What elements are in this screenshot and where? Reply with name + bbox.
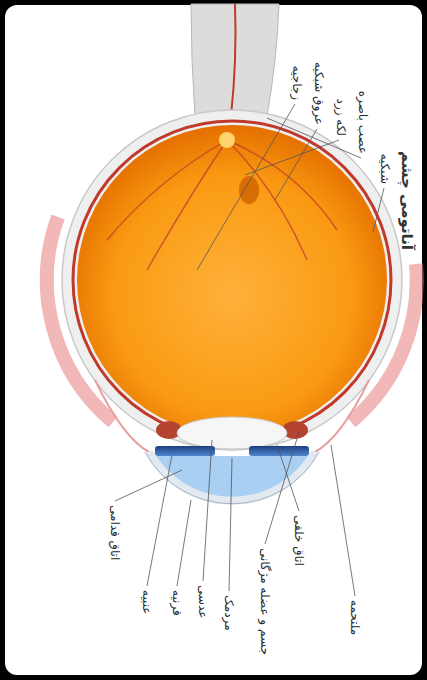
part-label: اتاق خلفی: [291, 515, 307, 566]
part-label: اتاق قدامی: [107, 505, 123, 560]
part-label: قرنیه: [169, 590, 185, 616]
macula: [239, 176, 259, 204]
part-label: ملتحمه: [347, 600, 363, 635]
part-label: مردمک: [221, 595, 237, 631]
part-label: جسم و عضله مژگانی: [257, 548, 273, 655]
optic-nerve: [191, 4, 279, 116]
part-label: عنبیه: [139, 590, 155, 614]
leader-lines: [115, 104, 384, 596]
diagram-title: آناتومی چشم: [397, 151, 417, 250]
part-label: شبکیه: [377, 154, 393, 184]
optic-disc: [219, 132, 235, 148]
sclera: [62, 110, 402, 450]
part-label: زجاجیه: [289, 66, 305, 100]
part-label: لکه زرد: [333, 99, 349, 136]
iris: [155, 446, 215, 456]
part-label: عصب باصره: [355, 91, 371, 154]
conjunctiva: [315, 380, 369, 452]
choroid: [73, 121, 391, 439]
retinal-vessels: [107, 140, 337, 270]
central-artery: [231, 4, 236, 116]
part-label: عدسی: [195, 585, 211, 619]
lens: [177, 417, 287, 449]
part-label: عروق شبکیه: [311, 62, 327, 125]
vitreous-body: [77, 125, 387, 435]
conjunctiva: [95, 380, 149, 452]
